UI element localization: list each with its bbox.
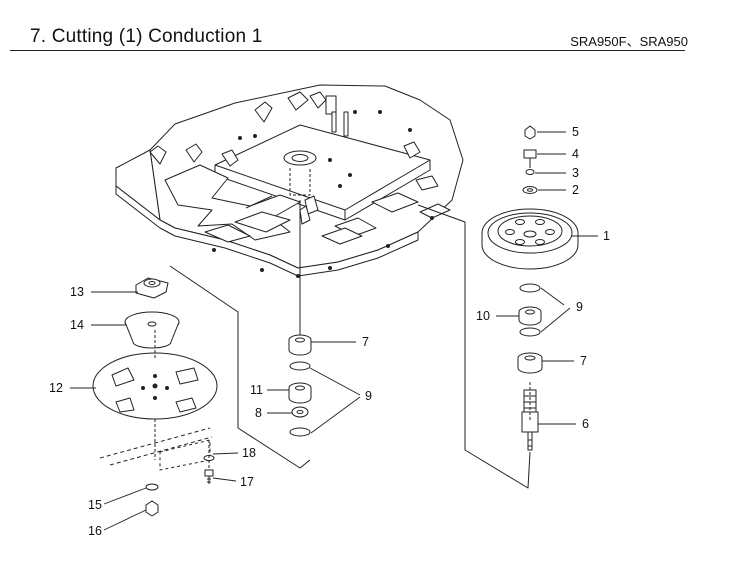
callout-4: 4 xyxy=(572,147,579,161)
guide-lines xyxy=(169,204,531,489)
callout-9-right: 9 xyxy=(576,300,583,314)
callout-13: 13 xyxy=(70,285,84,299)
center-spindle-group xyxy=(288,200,312,437)
blade-holder-group xyxy=(92,277,218,517)
callout-17: 17 xyxy=(240,475,254,489)
callout-12: 12 xyxy=(49,381,63,395)
callout-7-right: 7 xyxy=(580,354,587,368)
callout-labels: 5 4 3 2 1 9 10 7 6 13 14 12 7 11 9 8 18 … xyxy=(49,125,610,538)
callout-3: 3 xyxy=(572,166,579,180)
callout-8: 8 xyxy=(255,406,262,420)
model-label: SRA950F、SRA950 xyxy=(570,34,688,49)
callout-15: 15 xyxy=(88,498,102,512)
callout-1: 1 xyxy=(603,229,610,243)
callout-5: 5 xyxy=(572,125,579,139)
page-title: 7. Cutting (1) Conduction 1 xyxy=(30,26,263,47)
callout-6: 6 xyxy=(582,417,589,431)
callout-16: 16 xyxy=(88,524,102,538)
page-header: 7. Cutting (1) Conduction 1 SRA950F、SRA9… xyxy=(0,0,738,52)
pulley-spindle-group xyxy=(481,125,579,451)
callout-10: 10 xyxy=(476,309,490,323)
callout-2: 2 xyxy=(572,183,579,197)
callout-14: 14 xyxy=(70,318,84,332)
callout-18: 18 xyxy=(242,446,256,460)
mower-deck xyxy=(115,84,464,278)
header-rule xyxy=(10,50,685,51)
callout-9-center: 9 xyxy=(365,389,372,403)
callout-7-center: 7 xyxy=(362,335,369,349)
leader-lines xyxy=(70,131,598,531)
callout-11: 11 xyxy=(250,383,263,397)
